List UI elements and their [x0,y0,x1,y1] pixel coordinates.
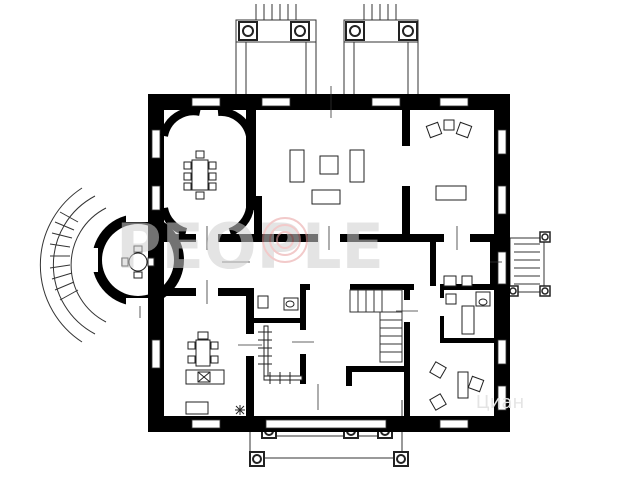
corner-watermark: Циан [476,392,524,413]
column-icons-top [238,21,418,41]
watermark-text: PEOPLE [116,210,384,283]
star-icon [235,405,245,415]
staircase [349,289,403,363]
lounge-armchairs [425,119,473,139]
niche-walls [254,196,410,234]
right-stair-columns [507,231,551,297]
study-furniture [429,361,485,411]
people-watermark: PEOPLE [116,210,384,283]
radiator-marks [258,331,291,384]
bathroom-fixtures [257,295,303,381]
windows [151,97,507,429]
curved-terrace [39,187,107,343]
right-entry-stairs [509,237,545,293]
dining-table [183,150,217,200]
top-porch-left [235,4,317,96]
dining-room-curve [160,107,254,236]
small-bath-fixtures [443,275,491,335]
round-table [121,245,155,279]
living-room-furniture [289,149,467,205]
top-porch-right [343,4,419,96]
door-lines [139,86,502,410]
kitchen-furniture [185,331,225,415]
